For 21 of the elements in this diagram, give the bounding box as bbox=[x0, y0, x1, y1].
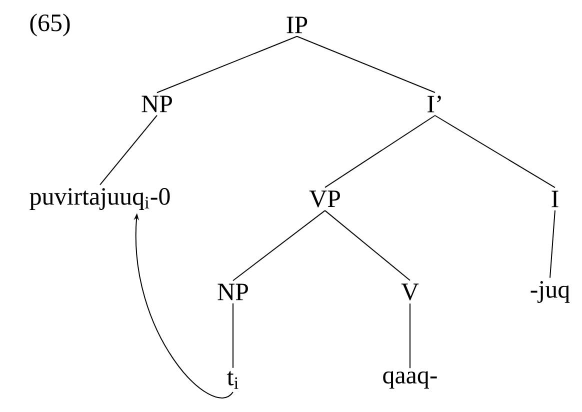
tree-label: V bbox=[401, 284, 419, 300]
tree-label: puvirtajuuq$_{i}$-0 bbox=[30, 188, 170, 210]
tree-branch bbox=[100, 114, 158, 186]
tree-label: -juq bbox=[530, 281, 570, 303]
tree-label: IP bbox=[286, 16, 308, 34]
tree-label: I bbox=[552, 190, 558, 208]
tree-branch bbox=[434, 115, 556, 188]
tree-label: t$_{i}$ bbox=[227, 371, 238, 389]
tree-label: NP bbox=[218, 284, 248, 300]
tree-branch bbox=[296, 36, 436, 93]
tree-branch bbox=[232, 210, 326, 282]
tree-branch bbox=[324, 115, 436, 188]
tree-branch bbox=[550, 210, 556, 278]
tree-branch bbox=[324, 210, 410, 281]
tree-branch bbox=[156, 36, 298, 94]
tree-label: qaaq- bbox=[383, 371, 437, 389]
tree-branch bbox=[232, 302, 234, 368]
tree-label: I’ bbox=[428, 96, 441, 112]
tree-label: NP bbox=[142, 96, 172, 112]
example-number: (65) bbox=[30, 14, 70, 36]
tree-label: VP bbox=[309, 190, 340, 208]
